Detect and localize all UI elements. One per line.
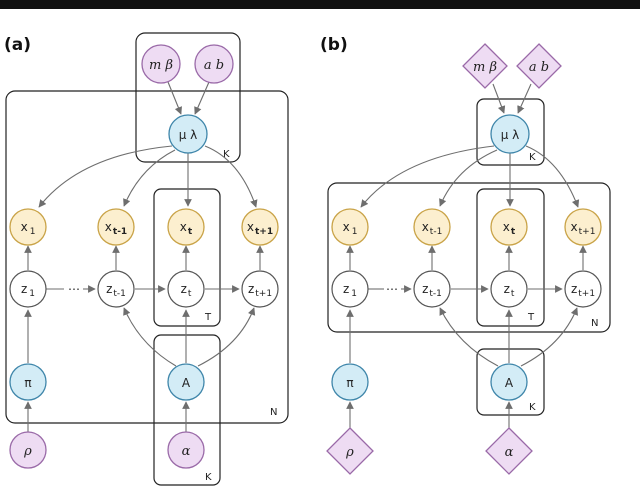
edge-a-mb-mulambda [167,81,182,115]
svg-text:zt: zt [504,282,515,299]
plate-b-k-bottom [476,348,545,416]
plate-a-k-bottom-label: K [205,472,212,483]
edge-a-mulambda-xtp1 [204,145,258,208]
plate-b-t-label: T [527,312,535,323]
svg-text:zt+1: zt+1 [571,282,595,299]
svg-text:m β: m β [473,60,497,75]
svg-text:ρ: ρ [23,444,32,459]
svg-text:x1: x1 [343,220,358,237]
plate-a-k-bottom [153,334,221,486]
svg-text:xt: xt [503,220,516,237]
plate-b-n [327,182,611,333]
node-b-mu-lambda: μ λ [490,114,530,154]
node-b-rho: ρ [326,427,374,475]
svg-text:z1: z1 [21,282,35,299]
svg-text:zt-1: zt-1 [106,282,126,299]
node-b-m-beta: m β [462,43,508,89]
node-a-alpha: α [167,431,205,469]
edge-a-mulambda-xtm1 [123,149,176,207]
svg-text:zt+1: zt+1 [248,282,272,299]
node-b-xtm1: xt-1 [413,208,451,246]
svg-text:m β: m β [149,58,173,73]
node-a-xtm1: xt-1 [97,208,135,246]
node-b-a-b: a b [516,43,562,89]
node-b-A: A [490,363,528,401]
svg-text:x1: x1 [21,220,36,237]
svg-text:a b: a b [529,60,549,75]
node-b-xtp1: xt+1 [564,208,602,246]
svg-text:xt-1: xt-1 [422,220,443,237]
svg-text:μ λ: μ λ [179,128,198,142]
svg-text:A: A [182,376,191,390]
node-b-pi: π [331,363,369,401]
edge-a-ab-mulambda [194,81,210,115]
plate-b-k-top-label: K [529,152,536,163]
svg-text:zt: zt [181,282,192,299]
node-a-a-b: a b [194,44,234,84]
node-b-ztp1: zt+1 [564,270,602,308]
edge-b-mb-mulambda [492,83,506,114]
plate-a-n-label: N [270,407,277,418]
node-a-ztm1: zt-1 [97,270,135,308]
top-border [0,0,640,9]
edge-b-A-ztm1 [439,307,499,367]
chain-a-ellipsis: ⋯ [68,282,80,296]
panel-a-label: (a) [4,35,31,55]
node-a-m-beta: m β [141,44,181,84]
panel-b: (b) K N T K m β [320,35,611,475]
node-a-rho: ρ [9,431,47,469]
edge-a-A-ztp1 [197,307,256,367]
plate-a-n [5,90,289,424]
svg-text:xt+1: xt+1 [571,220,596,237]
svg-text:A: A [505,376,514,390]
svg-text:z1: z1 [343,282,357,299]
node-a-A: A [167,363,205,401]
svg-text:xt: xt [180,220,193,237]
svg-text:xt-1: xt-1 [105,220,127,237]
plate-b-n-label: N [591,318,598,329]
node-b-ztm1: zt-1 [413,270,451,308]
svg-text:π: π [346,376,353,390]
svg-text:zt-1: zt-1 [422,282,442,299]
edge-b-mulambda-x1 [360,145,495,208]
node-a-mu-lambda: μ λ [168,114,208,154]
svg-text:ρ: ρ [345,445,354,460]
node-a-ztp1: zt+1 [241,270,279,308]
svg-text:a b: a b [204,58,224,73]
svg-text:xt+1: xt+1 [247,220,273,237]
node-b-xt: xt [490,208,528,246]
svg-text:α: α [505,445,514,460]
svg-text:π: π [24,376,31,390]
edge-b-mulambda-xtm1 [439,149,498,207]
edge-b-ab-mulambda [517,83,532,114]
node-a-zt: zt [167,270,205,308]
node-a-xt: xt [167,208,205,246]
plate-a-t [153,188,221,327]
svg-text:α: α [182,444,191,459]
svg-text:μ λ: μ λ [501,128,520,142]
edge-a-A-ztm1 [123,307,177,367]
panel-a: (a) K N T K m β [4,32,289,486]
chain-b-ellipsis: ⋯ [386,282,398,296]
node-b-alpha: α [485,427,533,475]
plate-a-k-top-label: K [223,149,230,160]
edge-a-mulambda-x1 [38,145,173,208]
node-b-zt: zt [490,270,528,308]
edge-b-A-ztp1 [520,307,578,367]
plate-a-t-label: T [204,312,212,323]
panel-b-label: (b) [320,35,348,55]
node-a-pi: π [9,363,47,401]
plate-b-k-bottom-label: K [529,402,536,413]
edge-b-mulambda-xtp1 [525,145,580,208]
node-a-xtp1: xt+1 [241,208,279,246]
